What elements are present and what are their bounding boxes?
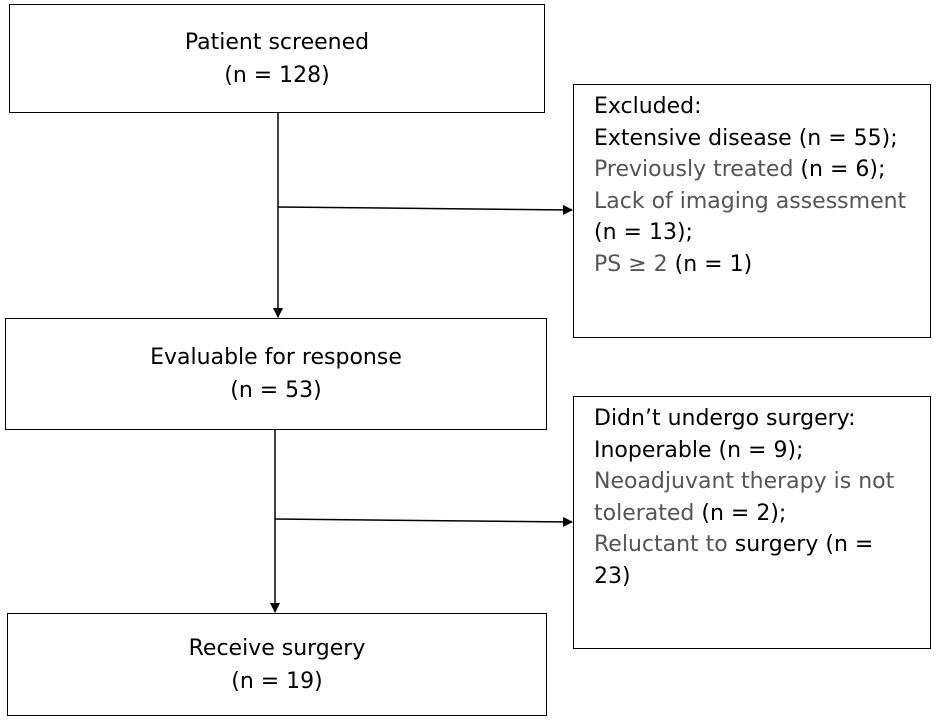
arrow-to-no-surgery (274, 516, 573, 527)
no-surgery-item-reluctant-count: 23) (594, 563, 631, 589)
box-patient-screened: Patient screened (n = 128) (9, 4, 545, 113)
excluded-heading: Excluded: (594, 94, 702, 119)
box-evaluable: Evaluable for response (n = 53) (5, 318, 547, 430)
evaluable-count: (n = 53) (230, 378, 322, 403)
no-surgery-item-tolerated: tolerated (n = 2); (594, 500, 787, 526)
box-no-surgery: Didn’t undergo surgery: Inoperable (n = … (573, 396, 931, 649)
excluded-item-imaging: Lack of imaging assessment (594, 188, 907, 214)
excluded-item-imaging-count: (n = 13); (594, 220, 693, 245)
surgery-count: (n = 19) (231, 668, 323, 694)
surgery-title: Receive surgery (188, 635, 366, 661)
no-surgery-item-neoadjuvant: Neoadjuvant therapy is not (594, 469, 895, 494)
no-surgery-item-inoperable: Inoperable (n = 9); (594, 437, 804, 463)
no-surgery-item-reluctant: Reluctant to surgery (n = (594, 532, 874, 557)
no-surgery-heading: Didn’t undergo surgery: (594, 406, 856, 431)
excluded-item-previously-treated: Previously treated (n = 6); (594, 157, 886, 182)
excluded-item-ps: PS ≥ 2 (n = 1) (594, 251, 753, 277)
excluded-item-extensive: Extensive disease (n = 55); (594, 125, 898, 151)
screened-title: Patient screened (184, 29, 370, 55)
evaluable-title: Evaluable for response (150, 345, 402, 370)
box-excluded: Excluded: Extensive disease (n = 55); Pr… (573, 84, 931, 338)
arrow-to-excluded (277, 204, 573, 215)
box-receive-surgery: Receive surgery (n = 19) (7, 613, 547, 716)
screened-count: (n = 128) (224, 62, 330, 88)
